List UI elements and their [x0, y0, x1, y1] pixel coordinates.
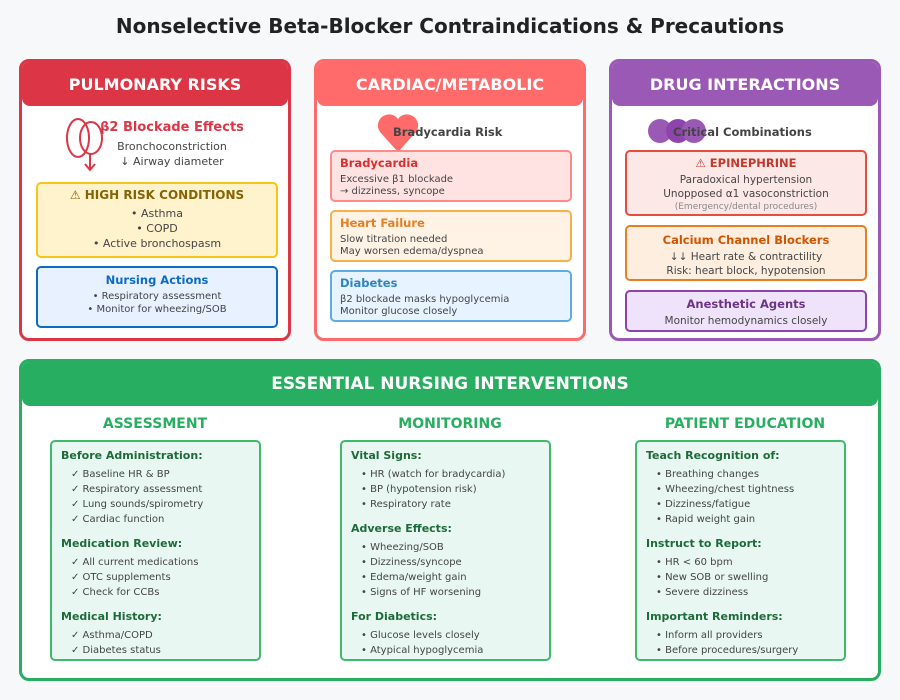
effect-item: ↓ Airway diameter	[120, 155, 224, 168]
pills-icon	[648, 119, 706, 143]
list-item: • Inform all providers	[656, 630, 763, 641]
list-item: • Severe dizziness	[656, 587, 749, 598]
list-item: • Atypical hypoglycemia	[361, 645, 484, 656]
effects-title: β2 Blockade Effects	[100, 120, 244, 135]
box-line: Monitor glucose closely	[340, 306, 458, 317]
list-item: • Dizziness/fatigue	[656, 499, 751, 510]
cardiac-panel: CARDIAC/METABOLIC Bradycardia Risk Brady…	[314, 59, 586, 341]
section-heading: For Diabetics:	[351, 610, 438, 623]
box-line: May worsen edema/dyspnea	[340, 246, 484, 257]
condition-item: • Asthma	[131, 207, 183, 220]
lungs-icon	[66, 118, 103, 172]
list-item: • New SOB or swelling	[656, 572, 769, 583]
list-item: • Signs of HF worsening	[361, 587, 482, 598]
list-item: ✓ Diabetes status	[71, 645, 161, 656]
list-item: ✓ All current medications	[71, 557, 199, 568]
section-heading: Important Reminders:	[646, 610, 783, 623]
box-line: ↓↓ Heart rate & contractility	[669, 251, 823, 263]
list-item: ✓ Baseline HR & BP	[71, 469, 170, 480]
action-item: • Respiratory assessment	[92, 291, 222, 302]
list-item: • BP (hypotension risk)	[361, 484, 477, 495]
anesthetic-box: Anesthetic Agents Monitor hemodynamics c…	[625, 290, 867, 332]
drug-interactions-panel: DRUG INTERACTIONS Critical Combinations …	[609, 59, 881, 341]
section-heading: Adverse Effects:	[351, 522, 452, 535]
list-item: • Rapid weight gain	[656, 514, 756, 525]
effect-item: Bronchoconstriction	[117, 140, 227, 153]
list-item: ✓ Cardiac function	[71, 514, 165, 525]
box-line: Excessive β1 blockade	[340, 174, 454, 185]
list-item: ✓ Check for CCBs	[71, 587, 160, 598]
box-line: β2 blockade masks hypoglycemia	[340, 294, 510, 305]
intervention-box: Vital Signs: • HR (watch for bradycardia)…	[340, 440, 551, 661]
cardiac-header: CARDIAC/METABOLIC	[317, 62, 583, 106]
list-item: ✓ OTC supplements	[71, 572, 171, 583]
section-heading: Vital Signs:	[351, 449, 422, 462]
list-item: • Edema/weight gain	[361, 572, 467, 583]
box-title: Diabetes	[340, 276, 398, 290]
list-item: • Dizziness/syncope	[361, 557, 462, 568]
box-title: ⚠ EPINEPHRINE	[695, 156, 797, 170]
column-title: ASSESSMENT	[102, 416, 208, 432]
list-item: • HR (watch for bradycardia)	[361, 469, 506, 480]
nursing-actions-title: Nursing Actions	[105, 273, 209, 287]
box-line: Monitor hemodynamics closely	[664, 315, 828, 327]
list-item: • Wheezing/SOB	[361, 542, 444, 553]
list-item: ✓ Asthma/COPD	[71, 630, 153, 641]
box-title: Anesthetic Agents	[686, 297, 806, 311]
box-line: Unopposed α1 vasoconstriction	[663, 188, 829, 200]
list-item: ✓ Lung sounds/spirometry	[71, 499, 204, 510]
heart-failure-box: Heart Failure Slow titration needed May …	[330, 210, 572, 262]
section-heading: Medical History:	[61, 610, 162, 623]
box-line: → dizziness, syncope	[340, 186, 445, 197]
nursing-actions-box: Nursing Actions • Respiratory assessment…	[36, 266, 278, 328]
list-item: • Glucose levels closely	[361, 630, 480, 641]
list-item: ✓ Respiratory assessment	[71, 484, 203, 495]
box-line: Paradoxical hypertension	[679, 174, 813, 186]
intervention-box: Before Administration: ✓ Baseline HR & BP…	[50, 440, 261, 661]
box-title: Heart Failure	[340, 216, 425, 230]
box-note: (Emergency/dental procedures)	[674, 202, 818, 212]
column-title: PATIENT EDUCATION	[664, 416, 826, 432]
section-heading: Before Administration:	[61, 449, 203, 462]
box-title: Bradycardia	[340, 156, 419, 170]
high-risk-box: ⚠ HIGH RISK CONDITIONS • Asthma • COPD •…	[36, 182, 278, 258]
interventions-header: ESSENTIAL NURSING INTERVENTIONS	[22, 362, 878, 406]
diabetes-box: Diabetes β2 blockade masks hypoglycemia …	[330, 270, 572, 322]
list-item: • Before procedures/surgery	[656, 645, 799, 656]
high-risk-title: ⚠ HIGH RISK CONDITIONS	[69, 188, 245, 202]
ccb-box: Calcium Channel Blockers ↓↓ Heart rate &…	[625, 225, 867, 281]
box-line: Slow titration needed	[340, 234, 448, 245]
drugs-header: DRUG INTERACTIONS	[612, 62, 878, 106]
box-line: Risk: heart block, hypotension	[666, 265, 826, 277]
condition-item: • Active bronchospasm	[92, 237, 222, 250]
cardiac-subtitle: Bradycardia Risk	[393, 125, 503, 139]
list-item: • Respiratory rate	[361, 499, 451, 510]
section-heading: Medication Review:	[61, 537, 183, 550]
action-item: • Monitor for wheezing/SOB	[87, 304, 227, 315]
epinephrine-box: ⚠ EPINEPHRINE Paradoxical hypertension U…	[625, 150, 867, 216]
condition-item: • COPD	[136, 222, 178, 235]
list-item: • Wheezing/chest tightness	[656, 484, 795, 495]
drugs-subtitle: Critical Combinations	[673, 125, 812, 139]
pulmonary-header: PULMONARY RISKS	[22, 62, 288, 106]
bradycardia-box: Bradycardia Excessive β1 blockade → dizz…	[330, 150, 572, 202]
list-item: • HR < 60 bpm	[656, 557, 733, 568]
pulmonary-panel: PULMONARY RISKS β2 Blockade Effects Bron…	[19, 59, 291, 341]
box-title: Calcium Channel Blockers	[662, 233, 830, 247]
intervention-box: Teach Recognition of: • Breathing changes…	[635, 440, 846, 661]
list-item: • Breathing changes	[656, 469, 760, 480]
column-title: MONITORING	[398, 416, 502, 432]
section-heading: Instruct to Report:	[646, 537, 762, 550]
page-title: Nonselective Beta-Blocker Contraindicati…	[115, 14, 785, 38]
section-heading: Teach Recognition of:	[646, 449, 780, 462]
heart-icon	[377, 114, 419, 152]
